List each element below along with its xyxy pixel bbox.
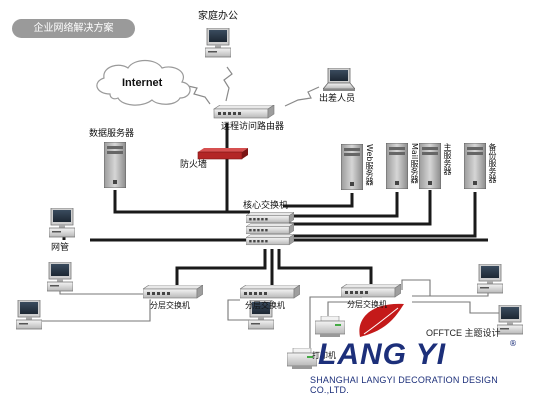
client-pc-2-icon: [16, 300, 42, 330]
backbone-cables: [62, 123, 488, 287]
printer-label: 打印机: [312, 351, 336, 360]
access-switch-1-label: 分层交换机: [150, 301, 190, 310]
internet-label: Internet: [122, 77, 163, 89]
firewall-icon: [197, 148, 248, 160]
client-pc-1-icon: [47, 262, 73, 292]
access-switch-2-icon: [240, 285, 300, 299]
brand-registered-mark: ®: [509, 339, 517, 348]
backup-server-icon: [464, 143, 486, 189]
access-switch-3-label: 分层交换机: [347, 300, 387, 309]
net-admin-pc-icon: [49, 208, 75, 238]
mail-server-icon: [386, 143, 408, 189]
backup-server-label: 备份服务器: [488, 143, 497, 183]
client-pc-4-icon: [477, 264, 503, 294]
core-switch-label: 核心交换机: [243, 201, 289, 211]
firewall-label: 防火墙: [180, 160, 208, 170]
access-switch-3-icon: [341, 284, 401, 298]
home-office-pc-icon: [205, 28, 231, 58]
access-switch-1-icon: [143, 285, 203, 299]
home-office-label: 家庭办公: [198, 11, 238, 22]
data-server-icon: [104, 142, 126, 188]
remote-router-label: 远程访问路由器: [221, 122, 285, 132]
web-server-label: Web服务器: [365, 144, 374, 186]
printer-1-icon: [315, 316, 345, 338]
brand-leaf-logo: [359, 303, 404, 337]
traveler-laptop-icon: [323, 68, 355, 92]
remote-links: [187, 66, 320, 107]
page-title: 企业网络解决方案: [12, 19, 135, 38]
main-server-icon: [419, 143, 441, 189]
access-switch-2-label: 分层交换机: [245, 301, 285, 310]
net-admin-label: 网管: [51, 243, 70, 253]
internet-cloud: [96, 59, 191, 106]
traveler-label: 出差人员: [319, 94, 356, 104]
brand-name: LANG YI: [318, 338, 447, 371]
brand-tagline: OFFTCE 主题设计: [426, 328, 501, 338]
data-server-label: 数据服务器: [89, 129, 135, 139]
brand-company: SHANGHAI LANGYI DECORATION DESIGN CO.,LT…: [310, 375, 498, 395]
core-switch-icon: [246, 212, 294, 246]
remote-router-icon: [213, 105, 275, 119]
web-server-icon: [341, 144, 363, 190]
main-server-label: 主服务器: [443, 143, 452, 175]
mail-server-label: Mail服务器: [410, 143, 419, 184]
